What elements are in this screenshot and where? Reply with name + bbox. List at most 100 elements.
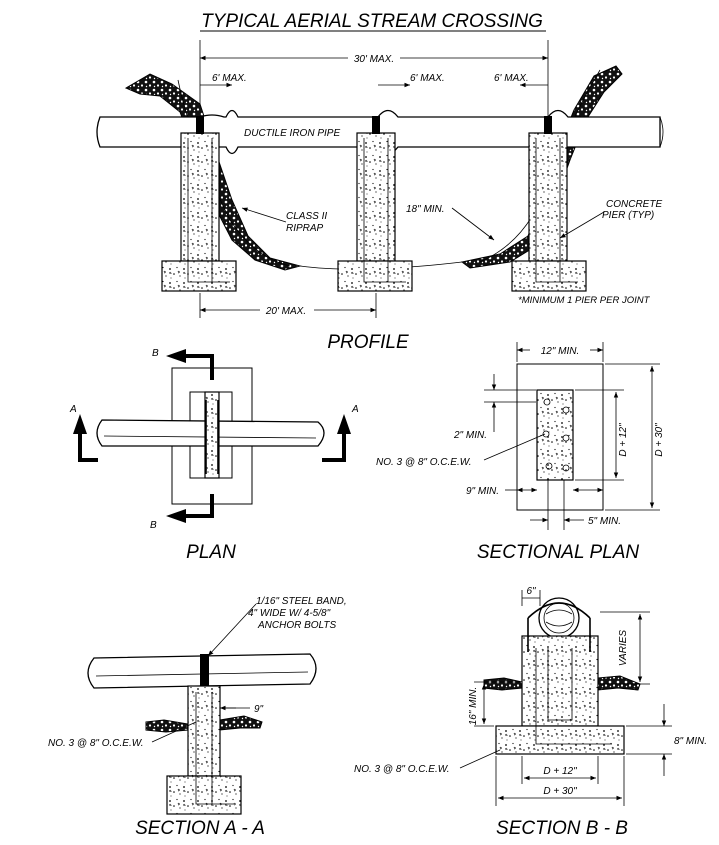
section-aa-view: 1/16" STEEL BAND, 4" WIDE W/ 4-5/8" ANCH… [48,596,347,839]
cut-b-top-label: B [152,348,159,359]
steel-band-left [196,116,204,134]
sbb-pipe-detail [545,609,573,627]
min-depth-label: 18" MIN. [406,204,445,215]
profile-view-label: PROFILE [327,332,409,353]
sp-rebar-4 [562,434,570,442]
saa-band-label-1: 1/16" STEEL BAND, [256,596,347,607]
sbb-clearance-label: 6" [526,586,536,597]
saa-riprap-left [145,719,189,733]
footing-middle [337,260,413,292]
span-max-label: 30' MAX. [354,54,394,65]
sbb-outer-label: D + 30" [543,786,577,797]
plan-view: B B A A PLAN [69,348,359,563]
rebar-left [187,138,230,283]
sbb-embed-label: 16" MIN. [468,687,479,726]
steel-band-middle [372,116,380,134]
riprap-leader [241,207,287,223]
offset-right-label: 6' MAX. [494,73,529,84]
sp-cover-label: 2" MIN. [453,430,487,441]
plan-pier-core [204,391,220,479]
sp-outer-label: D + 30" [654,423,665,457]
sbb-band-strap [527,602,591,619]
footing-dim-mask [260,304,314,316]
saa-rebar-leader [151,721,197,743]
sp-rebar-1 [543,398,551,406]
saa-rebar [195,692,234,805]
pier-note: *MINIMUM 1 PIER PER JOINT [518,295,651,306]
saa-band-leader [207,603,257,657]
sbb-footing-label: 8" MIN. [674,736,707,747]
profile-view: 30' MAX. 6' MAX. 6' MAX. 6' MAX. DUCTILE… [96,40,664,353]
pier-middle [356,132,396,262]
sp-footing-outline [516,363,604,511]
min-depth-leader [451,207,495,241]
sbb-rebar-leader [459,749,501,769]
cut-b-top [186,354,214,380]
saa-riprap-right [219,715,263,731]
sp-rebar-6 [562,464,570,472]
sbb-inner-label: D + 12" [543,766,577,777]
rebar-right [535,138,578,283]
sp-rebar-leader [483,433,546,461]
span-dim-mask [348,52,400,64]
sbb-pier [521,635,599,727]
pier-leader [559,211,605,239]
sbb-varies-label: VARIES [618,630,629,666]
pier-label-2: PIER (TYP) [602,210,654,221]
saa-footing [166,775,242,815]
sbb-pipe-outer [538,597,580,639]
pipe-label: DUCTILE IRON PIPE [244,128,340,139]
sp-rebar-5 [545,462,553,470]
sp-inner-label: D + 12" [618,423,629,457]
saa-steel-band [200,654,209,688]
sbb-footing [495,725,625,755]
cut-a-left-arrow [73,414,87,434]
drawing-title: TYPICAL AERIAL STREAM CROSSING [201,11,543,32]
cut-a-right-label: A [351,404,359,415]
section-bb-view-label: SECTION B - B [496,818,628,839]
cut-b-top-arrow [166,349,186,363]
saa-width-label: 9" [254,704,264,715]
cut-b-bottom-arrow [166,509,186,523]
steel-band-right [544,116,552,134]
sbb-rebar-label: NO. 3 @ 8" O.C.E.W. [354,764,450,775]
cut-a-right-arrow [337,414,351,434]
sp-rebar-3 [542,430,550,438]
sbb-riprap-left [483,677,523,691]
offset-left-label: 6' MAX. [212,73,247,84]
cut-a-left-label: A [69,404,77,415]
ground-line-left [177,79,291,267]
footing-left [161,260,237,292]
saa-band-label-2: 4" WIDE W/ 4-5/8" [248,608,331,619]
riprap-label-2: RIPRAP [286,223,324,234]
sectional-plan-view: 12" MIN. 2" MIN. NO. 3 @ 8" O.C.E.W. D +… [376,342,665,563]
plan-view-label: PLAN [186,542,236,563]
cut-b-bottom [186,494,214,518]
sp-gap-label: 5" MIN. [588,516,621,527]
sp-rebar-2 [562,406,570,414]
sbb-rebar [535,648,612,745]
cut-a-right [322,432,346,462]
offset-mid-label: 6' MAX. [410,73,445,84]
cut-b-bottom-label: B [150,520,157,531]
saa-pier [187,685,221,777]
pier-right [528,132,568,262]
plan-rebar [205,400,219,474]
sp-width-label: 12" MIN. [541,346,580,357]
riprap-label-1: CLASS II [286,211,327,222]
pier-label-1: CONCRETE [606,199,662,210]
pipe-end-cap [659,116,664,148]
footing-max-label: 20' MAX. [265,306,306,317]
sbb-riprap-right [597,675,641,691]
section-bb-view: 6" VARIES 16" MIN. 8" MIN. NO. 3 @ 8" O.… [354,586,707,839]
pier-left [180,132,220,262]
saa-band-label-3: ANCHOR BOLTS [257,620,336,631]
footing-right [511,260,587,292]
sp-edge-label: 9" MIN. [466,486,499,497]
sbb-band-posts [527,618,591,652]
section-aa-view-label: SECTION A - A [135,818,265,839]
sectional-plan-view-label: SECTIONAL PLAN [477,542,640,563]
cut-a-left [78,432,98,462]
